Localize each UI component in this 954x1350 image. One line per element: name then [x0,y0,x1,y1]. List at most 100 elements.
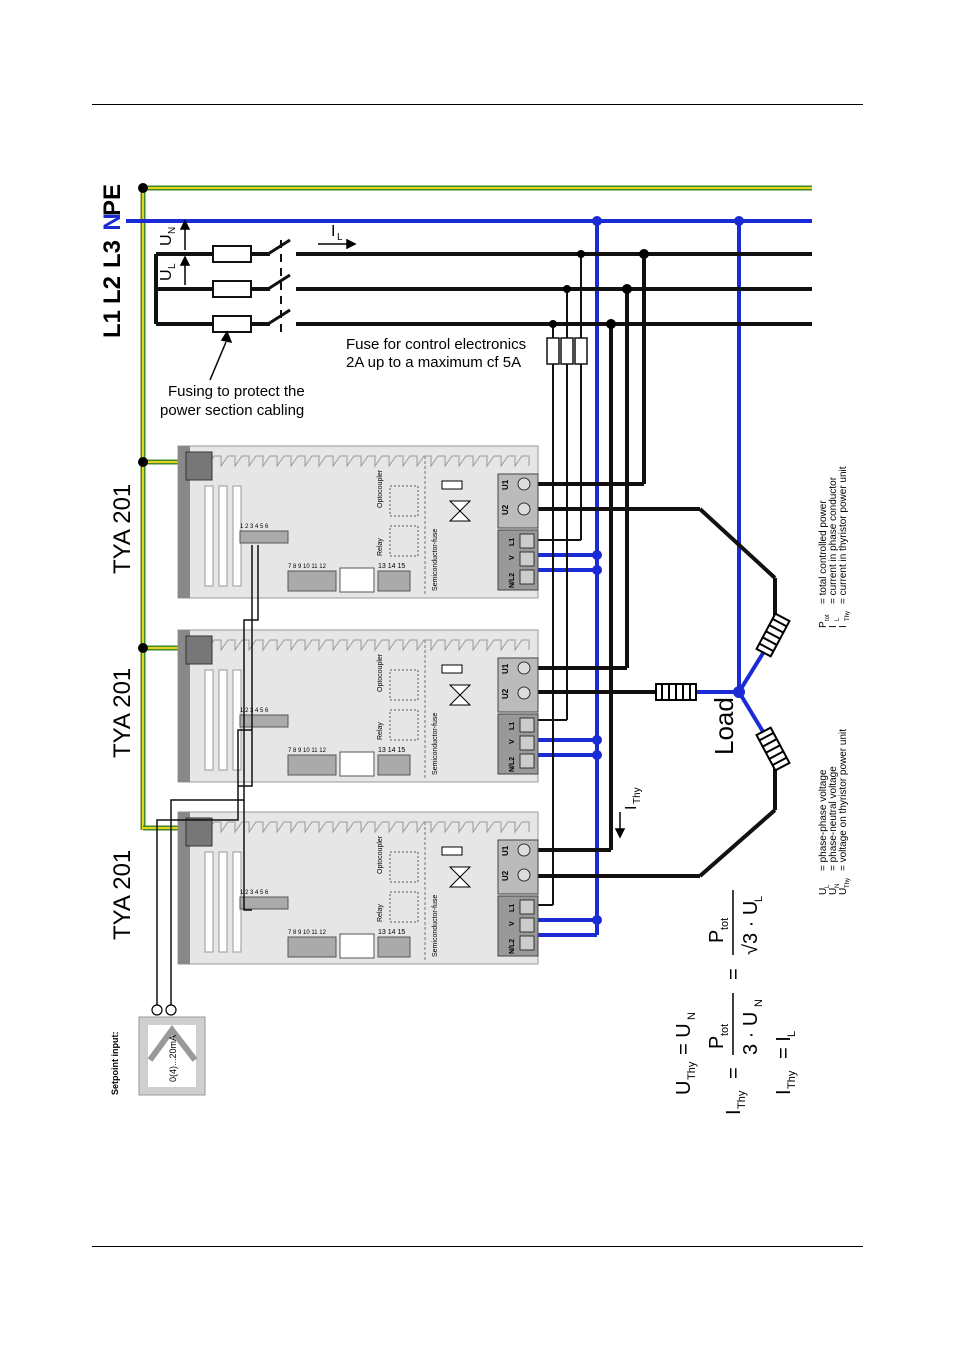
semiconductor-fuse-label: Semiconductor-fuse [432,713,439,775]
control-junctions [549,250,585,328]
il-label: I L [331,223,343,243]
setpoint-label: Setpoint input: [110,1032,120,1095]
svg-text:P: P [818,621,829,628]
unit-name: TYA 201 [109,668,136,758]
relay-terminals: 13 14 15 [378,563,405,570]
svg-text:I: I [331,223,335,240]
main-fuses [212,245,252,333]
setpoint-wiring [156,545,259,1010]
formula-ithy-power: I Thy = P tot 3 · U N = P tot √3 · U L [706,890,765,1115]
bus-label-n: N [99,213,126,230]
svg-text:Thy: Thy [686,1061,698,1080]
terminal-numbers-top: 1 2 3 4 5 6 [240,708,269,714]
svg-text:N: N [686,1012,698,1020]
svg-text:= I: = I [773,1036,795,1059]
svg-text:= phase-phase voltage: = phase-phase voltage [818,769,829,871]
relay-label: Relay [377,904,384,922]
svg-text:U: U [158,269,175,281]
svg-text:N: N [835,884,841,888]
bus-label-l2: L2 [99,276,126,304]
svg-text:Thy: Thy [845,878,851,888]
svg-text:I: I [723,1109,745,1115]
load-coil-middle [655,683,697,701]
svg-text:tot: tot [719,1024,731,1036]
svg-text:L: L [786,1031,798,1037]
svg-text:U: U [828,888,839,895]
terminal-numbers-bottom: 7 8 9 10 11 12 [288,748,327,754]
svg-text:Thy: Thy [632,787,643,804]
load-label: Load [709,697,739,755]
svg-text:= total controlled power: = total controlled power [818,500,829,604]
svg-text:I: I [623,806,640,810]
section-fuse-note-2: power section cabling [160,402,304,419]
svg-text:= current in phase conductor: = current in phase conductor [828,476,839,604]
u2-terminal-label: U2 [501,870,510,881]
svg-text:= voltage on thyristor power u: = voltage on thyristor power unit [838,729,849,871]
l1-terminal-label: L1 [509,722,516,730]
u2-terminal-label: U2 [501,688,510,699]
semiconductor-fuse-label: Semiconductor-fuse [432,529,439,591]
setpoint-range: 0(4)...20mA [168,1035,178,1082]
svg-text:N: N [167,227,178,234]
un-label: U N [158,227,178,246]
voltage-arrows [179,219,357,285]
neutral-junctions [592,216,745,925]
svg-text:U: U [818,888,829,895]
svg-text:= phase-neutral voltage: = phase-neutral voltage [828,766,839,871]
power-junctions [606,249,649,329]
ithy-arrow [614,812,626,839]
terminal-numbers-bottom: 7 8 9 10 11 12 [288,930,327,936]
svg-text:Thy: Thy [845,611,851,621]
relay-label: Relay [377,722,384,740]
svg-text:I: I [773,1089,795,1095]
nl2-terminal-label: N/L2 [509,573,516,588]
legend-left-entry: UN = phase-neutral voltage [828,766,841,895]
thyristor-unit: 1 2 3 4 5 6 7 8 9 10 11 12 13 14 15 Relay Op… [109,811,539,965]
l1-terminal-label: L1 [509,538,516,546]
relay-terminals: 13 14 15 [378,747,405,754]
terminal-numbers-top: 1 2 3 4 5 6 [240,524,269,530]
u1-terminal-label: U1 [501,479,510,490]
svg-text:I: I [838,625,849,628]
svg-text:tot: tot [719,918,731,930]
svg-text:Thy: Thy [736,1090,748,1109]
semiconductor-fuse-label: Semiconductor-fuse [432,895,439,957]
optocoupler-label: Optocoupler [377,469,384,508]
pe-bus [138,183,812,831]
u1-terminal-label: U1 [501,845,510,856]
l1-terminal-label: L1 [509,904,516,912]
svg-text:I: I [828,625,839,628]
load-coil-upper [755,612,791,658]
control-fuse-note-1: Fuse for control electronics [346,336,526,353]
section-fuse-arrow [209,330,233,381]
svg-text:L: L [167,263,178,269]
ithy-label: I Thy [623,787,643,810]
unit-name: TYA 201 [109,850,136,940]
svg-text:=: = [723,968,745,980]
relay-label: Relay [377,538,384,556]
bus-label-l1: L1 [99,310,126,338]
legend-left-entry: UL = phase-phase voltage [818,769,831,895]
svg-text:U: U [158,234,175,246]
setpoint-source-symbol [147,1024,198,1062]
terminal-numbers-top: 1 2 3 4 5 6 [240,890,269,896]
svg-text:L: L [753,896,765,902]
unit-name: TYA 201 [109,484,136,574]
svg-text:Thy: Thy [786,1070,798,1089]
svg-text:P: P [706,1036,728,1049]
legend-right-entry: IL= current in phase conductor [828,476,841,628]
phase-buses [154,252,812,326]
svg-text:P: P [706,930,728,943]
svg-text:L: L [825,884,831,888]
nl2-terminal-label: N/L2 [509,939,516,954]
control-fuse-note-2: 2A up to a maximum cf 5A [346,354,521,371]
relay-terminals: 13 14 15 [378,929,405,936]
svg-text:L: L [337,232,343,243]
bus-label-l3: L3 [99,240,126,268]
formula-uthy: U Thy = U N [673,1012,698,1095]
optocoupler-label: Optocoupler [377,835,384,874]
